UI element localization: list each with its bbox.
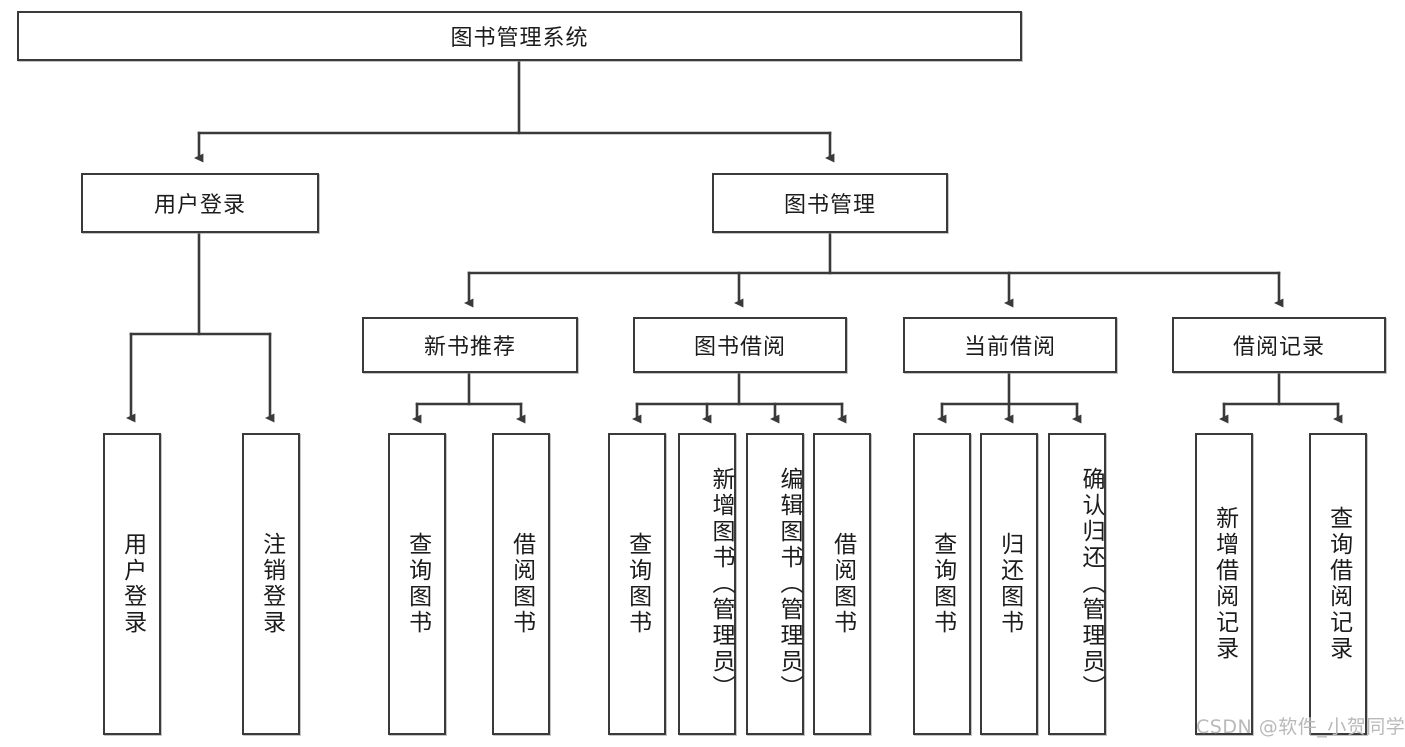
leaf-label: 编辑图书（管理员）	[776, 467, 802, 701]
leaf-label: 查询借阅记录	[1325, 506, 1352, 662]
node-root[interactable]: 图书管理系统	[17, 11, 1022, 61]
leaf-label: 新增图书（管理员）	[708, 467, 734, 701]
node-borrow-records-label: 借阅记录	[1232, 335, 1325, 360]
node-book-management[interactable]: 图书管理	[712, 173, 948, 233]
leaf-label: 确认归还（管理员）	[1078, 467, 1104, 701]
leaf-new-book-query[interactable]: 查询图书	[388, 433, 446, 735]
leaf-label: 新增借阅记录	[1211, 506, 1238, 662]
node-new-book-recommend[interactable]: 新书推荐	[362, 317, 578, 373]
leaf-borrow-edit-book[interactable]: 编辑图书（管理员）	[746, 433, 804, 735]
leaf-label: 归还图书	[996, 532, 1023, 636]
leaf-borrow-add-book[interactable]: 新增图书（管理员）	[678, 433, 736, 735]
leaf-records-query-record[interactable]: 查询借阅记录	[1309, 433, 1367, 735]
leaf-current-return-book[interactable]: 归还图书	[980, 433, 1038, 735]
node-new-book-recommend-label: 新书推荐	[423, 335, 516, 360]
leaf-user-login-login[interactable]: 用户登录	[103, 433, 161, 735]
leaf-label: 查询图书	[404, 532, 431, 636]
node-root-label: 图书管理系统	[450, 26, 589, 51]
node-book-borrow[interactable]: 图书借阅	[633, 317, 847, 373]
leaf-current-confirm-return[interactable]: 确认归还（管理员）	[1048, 433, 1106, 735]
leaf-current-query-book[interactable]: 查询图书	[913, 433, 971, 735]
node-current-borrow-label: 当前借阅	[963, 335, 1056, 360]
leaf-new-book-borrow[interactable]: 借阅图书	[492, 433, 550, 735]
leaf-label: 借阅图书	[508, 532, 535, 636]
node-book-borrow-label: 图书借阅	[693, 335, 786, 360]
leaf-label: 注销登录	[258, 532, 285, 636]
leaf-label: 借阅图书	[829, 532, 856, 636]
leaf-label: 查询图书	[929, 532, 956, 636]
node-current-borrow[interactable]: 当前借阅	[903, 317, 1117, 373]
leaf-records-add-record[interactable]: 新增借阅记录	[1195, 433, 1253, 735]
node-book-management-label: 图书管理	[783, 193, 876, 218]
leaf-label: 查询图书	[624, 532, 651, 636]
leaf-borrow-query-book[interactable]: 查询图书	[608, 433, 666, 735]
leaf-label: 用户登录	[119, 532, 146, 636]
node-user-login-label: 用户登录	[153, 193, 246, 218]
node-borrow-records[interactable]: 借阅记录	[1172, 317, 1386, 373]
leaf-user-login-logout[interactable]: 注销登录	[242, 433, 300, 735]
leaf-borrow-borrow-book[interactable]: 借阅图书	[813, 433, 871, 735]
node-user-login[interactable]: 用户登录	[81, 173, 319, 233]
